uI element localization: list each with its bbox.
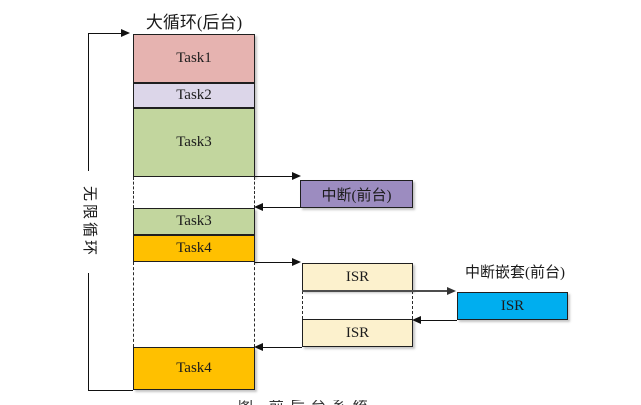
isr-label: ISR bbox=[345, 324, 370, 341]
task-block-task3: Task3 bbox=[133, 108, 255, 177]
column-suspended-gap-1 bbox=[133, 177, 255, 208]
isr-gap-dashed-left bbox=[302, 291, 303, 319]
task-label: Task4 bbox=[176, 360, 212, 376]
arrowhead-task4-to-isr-icon bbox=[292, 258, 301, 267]
nested-isr-box: ISR bbox=[457, 292, 568, 320]
loop-bracket-bottom-line bbox=[88, 390, 133, 391]
arrow-line-isr-to-nested bbox=[302, 290, 448, 292]
arrow-line-task3-to-interrupt bbox=[255, 176, 293, 177]
task-block-task4: Task4 bbox=[133, 235, 255, 262]
nested-interrupt-title: 中断嵌套(前台) bbox=[465, 265, 565, 281]
isr-box-first: ISR bbox=[302, 263, 413, 291]
task-label: Task3 bbox=[176, 213, 212, 229]
arrow-line-nested-to-isr bbox=[420, 320, 457, 321]
arrowhead-interrupt-to-task3-icon bbox=[254, 203, 263, 212]
task-label: Task2 bbox=[176, 87, 212, 103]
arrow-line-isr-to-task4 bbox=[262, 347, 302, 348]
isr-box-second: ISR bbox=[302, 319, 413, 347]
isr-gap-dashed-right bbox=[411, 291, 413, 319]
task-block-task2: Task2 bbox=[133, 83, 255, 108]
task-block-task3-resumed: Task3 bbox=[133, 208, 255, 235]
task-label: Task4 bbox=[176, 240, 212, 256]
loop-entry-arrowhead-icon bbox=[121, 29, 130, 38]
interrupt-foreground-box: 中断(前台) bbox=[300, 180, 413, 208]
arrowhead-isr-to-nested-icon bbox=[447, 286, 456, 295]
background-loop-title: 大循环(后台) bbox=[145, 13, 243, 32]
task-block-task4-resumed: Task4 bbox=[133, 347, 255, 390]
arrowhead-task3-to-interrupt-icon bbox=[292, 172, 301, 181]
isr-label: ISR bbox=[345, 268, 370, 285]
task-block-task1: Task1 bbox=[133, 34, 255, 83]
column-suspended-gap-2 bbox=[133, 262, 255, 347]
task-label: Task3 bbox=[176, 134, 212, 150]
cropped-figure-caption: 图 前后台系统 bbox=[238, 400, 453, 405]
task-label: Task1 bbox=[176, 50, 212, 66]
arrow-line-interrupt-to-task3 bbox=[262, 207, 300, 208]
arrowhead-nested-to-isr-icon bbox=[412, 316, 421, 325]
isr-label: ISR bbox=[500, 297, 525, 314]
infinite-loop-label: 无限循环 bbox=[80, 171, 98, 273]
arrow-line-task4-to-isr bbox=[255, 262, 293, 263]
interrupt-label: 中断(前台) bbox=[321, 187, 392, 204]
loop-bracket-top-line bbox=[88, 33, 122, 34]
arrowhead-isr-to-task4-icon bbox=[254, 343, 263, 352]
